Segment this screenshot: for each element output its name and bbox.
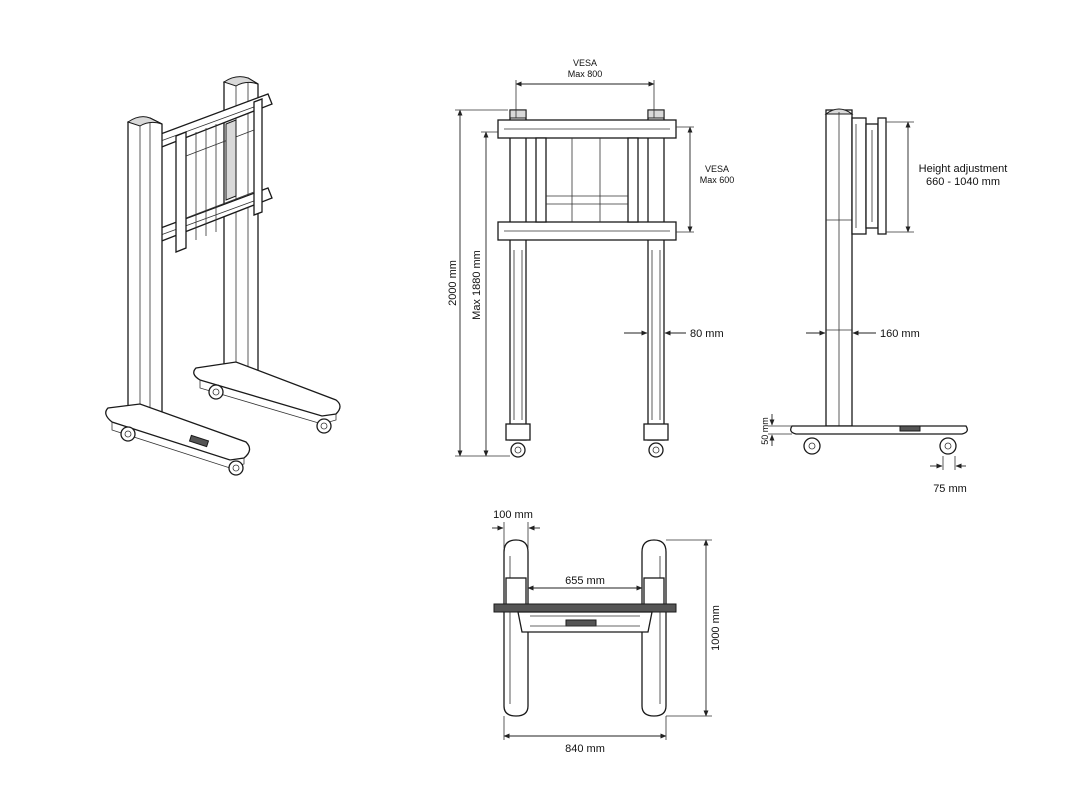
side-view: Height adjustment 660 - 1040 mm 160 mm 5… (760, 108, 1008, 495)
column-width-side-label: 160 mm (880, 328, 920, 340)
perspective-view (105, 76, 341, 476)
vesa-height-label-1: VESA (705, 164, 729, 174)
inner-width-label: 655 mm (565, 575, 605, 587)
height-adjustment-label-2: 660 - 1040 mm (926, 176, 1000, 188)
vesa-height-label-2: Max 600 (700, 175, 735, 185)
foot-width-label: 100 mm (493, 509, 533, 521)
top-view: 100 mm 655 mm 1000 mm 840 mm (492, 509, 722, 755)
base-height-label: 50 mm (760, 417, 770, 445)
outer-width-label: 840 mm (565, 743, 605, 755)
front-left-column (509, 109, 527, 441)
front-column (126, 116, 163, 425)
vesa-width-label-1: VESA (573, 58, 597, 68)
total-height-label: 2000 mm (447, 260, 459, 306)
column-width-front-label: 80 mm (690, 328, 724, 340)
max-height-label: Max 1880 mm (471, 250, 483, 320)
vesa-width-label-2: Max 800 (568, 69, 603, 79)
front-view: VESA Max 800 VESA Max 600 2000 mm Max 18… (447, 58, 735, 458)
height-adjustment-label-1: Height adjustment (919, 163, 1008, 175)
top-mount-bar-plan (493, 603, 677, 613)
front-right-column (647, 109, 665, 441)
front-foot (105, 403, 251, 476)
caster-offset-label: 75 mm (933, 483, 967, 495)
depth-label: 1000 mm (710, 605, 722, 651)
back-foot (193, 361, 341, 434)
